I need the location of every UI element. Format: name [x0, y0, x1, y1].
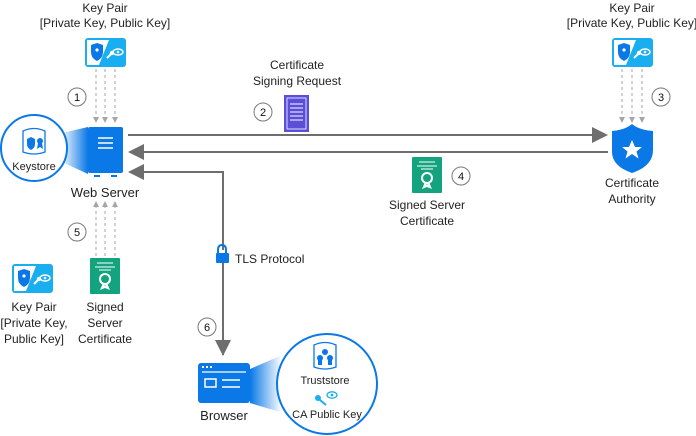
certificate-icon	[89, 257, 121, 295]
step-1-badge	[67, 87, 87, 107]
signed-cert-left-line1: Signed	[86, 300, 123, 314]
step-4: 4	[458, 171, 464, 183]
ca-line1: Certificate	[605, 176, 659, 190]
step-5-badge	[67, 222, 87, 242]
step-2: 2	[260, 107, 266, 119]
dashed-arrows-5	[93, 201, 118, 256]
keystore-wedge	[62, 127, 88, 174]
step-2-badge	[253, 102, 273, 122]
document-icon	[284, 95, 309, 132]
keypair-right-title: Key Pair	[609, 1, 654, 15]
database-icon	[313, 341, 337, 370]
ca-line2: Authority	[608, 192, 655, 206]
step-3-badge	[651, 87, 671, 107]
web-server-label: Web Server	[71, 185, 140, 200]
step-5: 5	[74, 227, 80, 239]
csr-line2: Signing Request	[253, 74, 342, 88]
ca-public-key-label: CA Public Key	[292, 409, 362, 421]
server-icon	[88, 127, 123, 177]
keypair-bottom-line1: Key Pair	[11, 300, 56, 314]
database-icon	[22, 127, 46, 155]
shield-star-icon	[611, 124, 653, 173]
key-pair-icon	[611, 37, 654, 68]
certificate-icon	[411, 156, 443, 194]
signed-cert-left-line3: Certificate	[78, 332, 132, 346]
signed-cert-right-line1: Signed Server	[389, 198, 465, 212]
step-1: 1	[74, 92, 80, 104]
dashed-arrows-1	[93, 69, 118, 123]
csr-line1: Certificate	[270, 58, 324, 72]
signed-cert-left-line2: Server	[87, 316, 122, 330]
keypair-right-subtitle: [Private Key, Public Key]	[567, 16, 696, 30]
browser-label: Browser	[200, 408, 248, 423]
step-6-badge	[197, 317, 217, 337]
ca-public-key-icon	[315, 391, 338, 406]
dashed-arrows-3	[619, 69, 645, 123]
keypair-bottom-line2: [Private Key,	[0, 316, 67, 330]
truststore-circle	[276, 333, 378, 435]
keypair-left-subtitle: [Private Key, Public Key]	[40, 16, 171, 30]
key-pair-icon	[11, 263, 54, 294]
keypair-left-title: Key Pair	[82, 1, 127, 15]
truststore-label: Truststore	[300, 375, 349, 387]
tls-label: TLS Protocol	[235, 252, 304, 266]
browser-icon	[198, 363, 250, 403]
key-pair-icon	[84, 37, 127, 68]
truststore-wedge	[250, 356, 280, 412]
step-4-badge	[451, 166, 471, 186]
keystore-label: Keystore	[12, 161, 55, 173]
step-6: 6	[204, 322, 210, 334]
step-3: 3	[658, 92, 664, 104]
signed-cert-right-line2: Certificate	[400, 214, 454, 228]
keypair-bottom-line3: Public Key]	[4, 332, 64, 346]
lock-icon	[214, 243, 229, 263]
